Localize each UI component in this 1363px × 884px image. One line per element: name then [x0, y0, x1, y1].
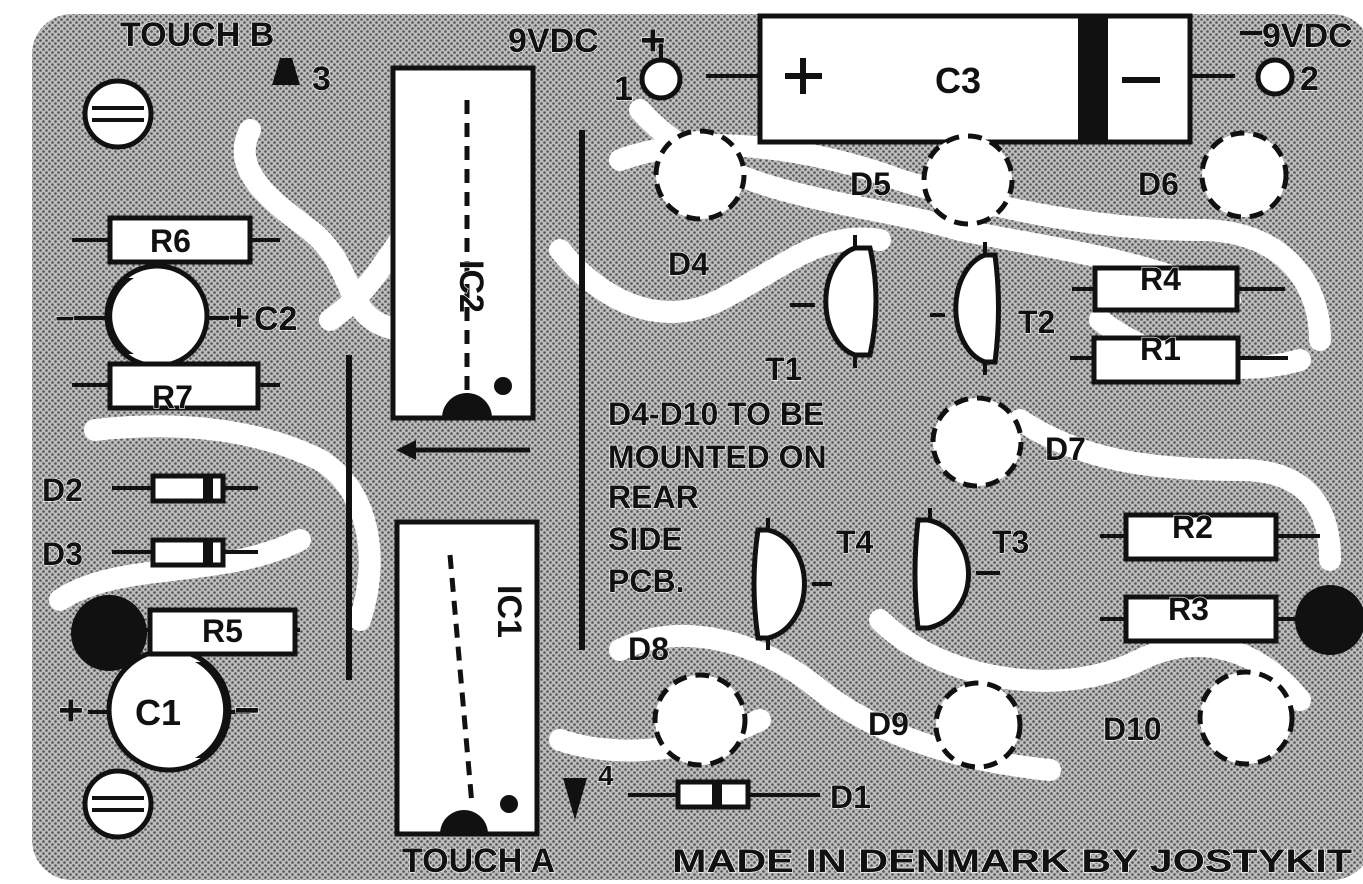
r6-label: R6: [150, 223, 191, 259]
ic2-label: IC2: [452, 260, 490, 313]
touch-b-pad-icon: [272, 58, 300, 85]
terminal-2-icon: [1255, 57, 1295, 97]
pad-r3-icon: [1295, 585, 1363, 655]
c3-label: C3: [935, 60, 981, 101]
r2-label: R2: [1172, 509, 1213, 545]
d4-label: D4: [668, 246, 709, 282]
d9-label: D9: [868, 706, 909, 742]
t2-label: T2: [1018, 304, 1055, 340]
terminal-1-icon: [639, 57, 683, 101]
vdc-pos-sign: +: [640, 16, 666, 65]
ic1-chip: [394, 519, 540, 837]
d6-label: D6: [1138, 166, 1179, 202]
r3-label: R3: [1168, 591, 1209, 627]
resistors: [72, 215, 1320, 657]
pin-4-label: 4: [598, 760, 614, 791]
r4-label: R4: [1140, 261, 1181, 297]
d1-label: D1: [830, 779, 871, 815]
touch-b-label: TOUCH B: [120, 16, 274, 54]
pin-3-label: 3: [312, 60, 331, 98]
c1-plus-sign: +: [58, 686, 84, 735]
c1-minus-sign: −: [234, 686, 260, 735]
transistors: [751, 235, 1001, 650]
ic1-label: IC1: [490, 585, 528, 638]
d2-label: D2: [42, 472, 83, 508]
arrow-link: [396, 440, 530, 460]
r5-label: R5: [202, 613, 243, 649]
pin-2-label: 2: [1300, 60, 1319, 98]
r1-label: R1: [1140, 331, 1181, 367]
t3-label: T3: [992, 524, 1029, 560]
diodes-rear-mount: [652, 128, 1295, 770]
vdc-neg-label: 9VDC: [1262, 17, 1353, 55]
note-line-5: PCB.: [608, 563, 684, 599]
r7-label: R7: [152, 379, 193, 415]
mounting-hole-top: [82, 78, 154, 150]
c2-label: C2: [254, 300, 297, 338]
note-line-4: SIDE: [608, 521, 683, 557]
pad-c1-icon: [71, 595, 147, 671]
footer-credit: MADE IN DENMARK BY JOSTYKIT: [672, 843, 1353, 879]
note-line-2: MOUNTED ON: [608, 439, 827, 475]
t4-label: T4: [836, 524, 874, 560]
d3-label: D3: [42, 536, 83, 572]
ic2-chip: [390, 65, 536, 421]
diodes-axial: [112, 473, 820, 810]
c1-capacitor: [88, 647, 250, 773]
touch-a-pad-icon: [563, 778, 587, 820]
c2-minus-sign: −: [55, 300, 75, 338]
vdc-pos-label: 9VDC: [508, 22, 599, 60]
c1-label: C1: [135, 692, 181, 733]
touch-a-label: TOUCH A: [402, 842, 555, 880]
c2-plus-sign: +: [228, 297, 250, 339]
t1-label: T1: [765, 351, 802, 387]
note-line-1: D4-D10 TO BE: [608, 396, 824, 432]
c3-capacitor: [706, 13, 1235, 145]
d10-label: D10: [1103, 711, 1162, 747]
pin-1-label: 1: [614, 70, 633, 108]
d8-label: D8: [628, 631, 669, 667]
note-line-3: REAR: [608, 479, 699, 515]
pcb-board: [32, 14, 1363, 880]
d5-label: D5: [850, 166, 891, 202]
mounting-hole-bottom: [82, 768, 154, 840]
d7-label: D7: [1045, 431, 1086, 467]
